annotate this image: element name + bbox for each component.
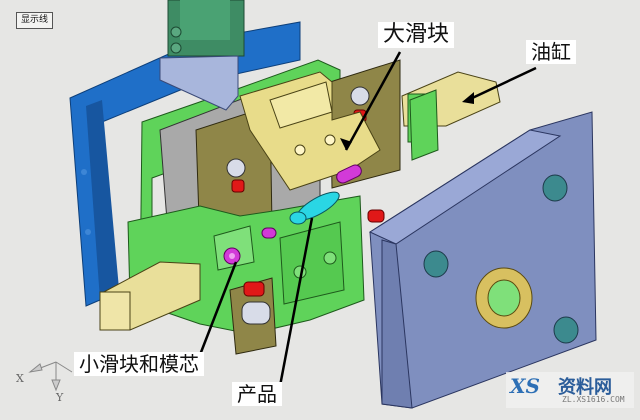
hydraulic-fitting — [226, 158, 246, 178]
leader-big-slider — [344, 51, 402, 151]
red-fitting — [231, 179, 245, 193]
label-small-slider-and-core: 小滑块和模芯 — [74, 352, 204, 376]
guide-bushing — [542, 174, 568, 202]
motor-mount-plate — [159, 55, 239, 111]
watermark: XS 资料网 ZL.XS1616.COM — [506, 372, 634, 408]
display-lines-button[interactable]: 显示线 — [16, 12, 54, 29]
label-product: 产品 — [232, 382, 282, 406]
watermark-logo-icon: XS — [510, 374, 540, 398]
watermark-url: ZL.XS1616.COM — [562, 395, 625, 404]
axis-x-label: X — [16, 372, 24, 385]
watermark-title: 资料网 — [558, 377, 612, 398]
axis-y-label: Y — [56, 391, 64, 404]
axis-triad-icon — [28, 361, 73, 392]
label-oil-cylinder: 油缸 — [526, 40, 576, 64]
leader-oil-cylinder — [467, 66, 537, 102]
leader-product — [278, 217, 314, 387]
label-big-slider: 大滑块 — [378, 22, 455, 49]
leader-small-slider — [196, 261, 238, 361]
